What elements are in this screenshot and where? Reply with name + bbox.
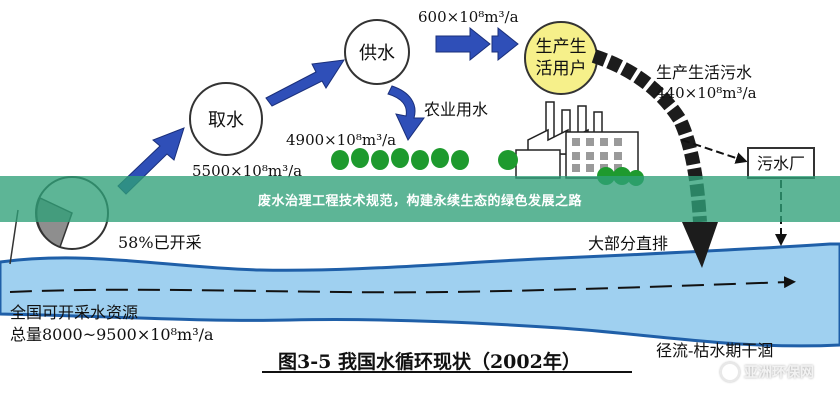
banner-title: 废水治理工程技术规范，构建永续生态的绿色发展之路	[257, 193, 582, 209]
arrow-intake-to-supply	[265, 59, 345, 107]
title-banner: 废水治理工程技术规范，构建永续生态的绿色发展之路	[0, 176, 840, 222]
node-sewage-plant: 污水厂	[747, 147, 815, 179]
label-agriculture: 农业用水	[424, 100, 488, 119]
arrow-to-sewage-plant	[681, 139, 748, 164]
node-domestic-label-1: 生产生	[536, 37, 587, 57]
node-supply-label: 供水	[359, 43, 395, 64]
label-direct-discharge: 大部分直排	[588, 234, 668, 253]
label-river-note: 径流-枯水期干涸	[656, 341, 773, 360]
node-supply: 供水	[344, 19, 410, 85]
watermark-logo-icon	[720, 362, 740, 382]
node-domestic-label-2: 活用户	[536, 59, 587, 79]
label-agriculture-volume: 4900×10⁸m³/a	[286, 131, 396, 149]
river-band	[0, 242, 840, 348]
label-intake-volume: 5500×10⁸m³/a	[192, 162, 302, 180]
node-domestic: 生产生 活用户	[524, 21, 598, 95]
arrow-supply-to-agriculture	[387, 85, 425, 141]
watermark: 亚洲环保网	[720, 362, 814, 382]
label-exploited: 58%已开采	[118, 233, 202, 252]
node-intake-label: 取水	[208, 110, 244, 131]
figure-caption: 图3-5 我国水循环现状（2002年）	[278, 350, 581, 373]
watermark-text: 亚洲环保网	[744, 365, 814, 381]
label-supply-volume: 600×10⁸m³/a	[418, 8, 519, 26]
tree-row-left	[331, 148, 469, 170]
factory-icon	[515, 101, 639, 179]
arrow-supply-to-domestic-1	[435, 26, 491, 62]
node-intake: 取水	[189, 82, 263, 156]
arrow-sewage-down-head	[682, 222, 718, 268]
label-resources-1: 全国可开采水资源	[10, 303, 138, 322]
node-sewage-plant-label: 污水厂	[757, 154, 805, 173]
label-domestic-sewage: 生产生活污水	[656, 63, 752, 82]
label-sewage-volume: 440×10⁸m³/a	[656, 84, 757, 102]
arrow-supply-to-domestic-2	[491, 26, 519, 62]
river-flow-line	[9, 276, 796, 294]
label-resources-2: 总量8000~9500×10⁸m³/a	[10, 325, 214, 344]
